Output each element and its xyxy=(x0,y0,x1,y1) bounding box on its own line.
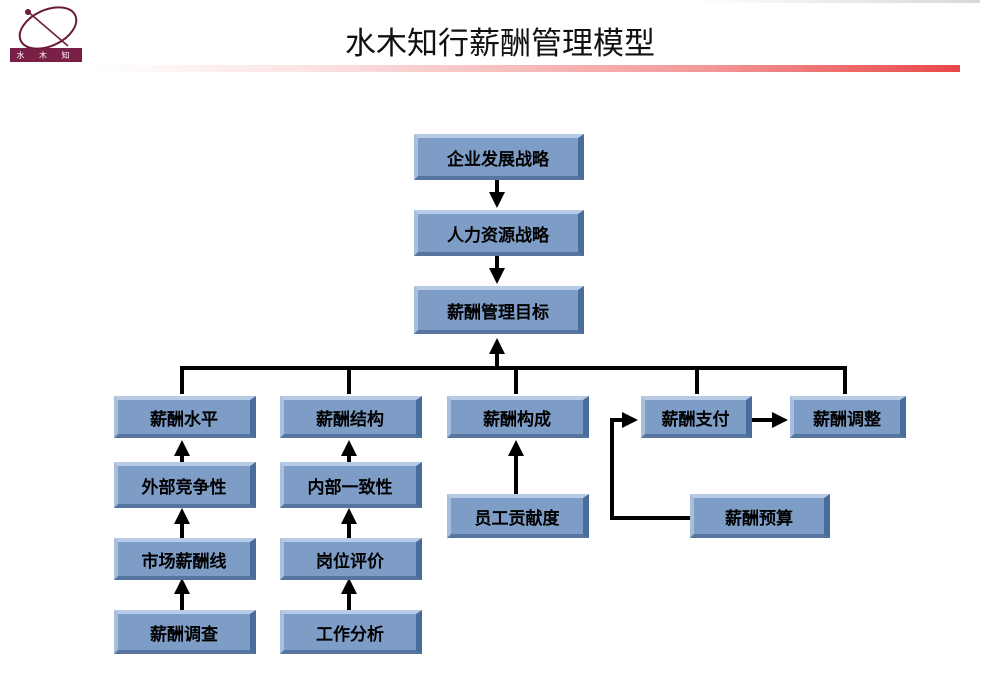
node-compensation-goal: 薪酬管理目标 xyxy=(414,286,584,334)
node-job-evaluation: 岗位评价 xyxy=(280,538,422,580)
arrow-budget-to-payment xyxy=(610,412,690,520)
node-compensation-budget: 薪酬预算 xyxy=(690,494,830,538)
node-employee-contribution: 员工贡献度 xyxy=(447,494,589,538)
node-job-analysis: 工作分析 xyxy=(280,610,422,654)
logo-text: 水 木 知 行 xyxy=(16,51,76,71)
node-compensation-structure: 薪酬结构 xyxy=(280,396,422,438)
node-compensation-adjust: 薪酬调整 xyxy=(790,396,906,438)
node-hr-strategy: 人力资源战略 xyxy=(414,210,584,256)
node-market-pay-line: 市场薪酬线 xyxy=(114,538,256,580)
connector-bus xyxy=(180,366,847,394)
node-compensation-payment: 薪酬支付 xyxy=(641,396,752,438)
node-compensation-level: 薪酬水平 xyxy=(114,396,256,438)
node-compensation-composition: 薪酬构成 xyxy=(447,396,589,438)
node-enterprise-strategy: 企业发展战略 xyxy=(414,134,584,180)
node-internal-consistency: 内部一致性 xyxy=(280,462,422,508)
page-title: 水木知行薪酬管理模型 xyxy=(345,26,655,62)
header-gradient-band xyxy=(90,65,960,72)
company-logo xyxy=(10,6,82,62)
node-external-competitiveness: 外部竞争性 xyxy=(114,462,256,508)
node-compensation-survey: 薪酬调查 xyxy=(114,610,256,654)
header-top-rule xyxy=(690,0,980,3)
